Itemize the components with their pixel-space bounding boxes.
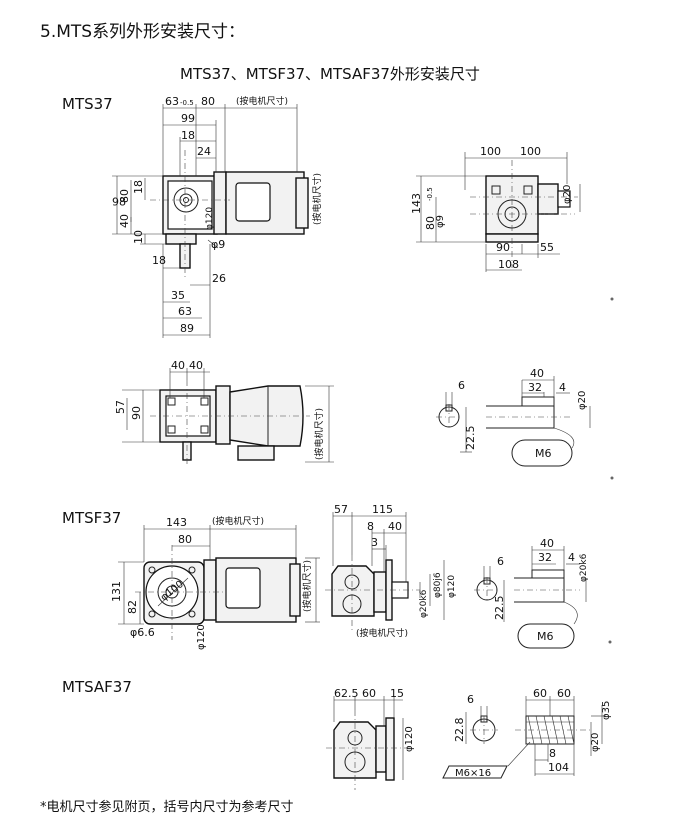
mts37-shaft-dim-40: 40: [530, 367, 544, 380]
mtsaf37-shaft-dim-phi35: φ35: [601, 701, 612, 720]
mtsaf37-side-dim-phi120: φ120: [404, 726, 415, 752]
mtsf37-shaft-detail: 6 22.5 40 32 4 φ20k6 M6: [474, 537, 589, 649]
mtsf37-dim-phi6-6: φ6.6: [130, 626, 155, 639]
mts37-dim-80: 80: [201, 95, 215, 108]
mts37-side-dim-55: 55: [540, 241, 554, 254]
mtsf37-side-dim-8: 8: [367, 520, 374, 533]
mts37-dim-98: 98: [112, 196, 126, 209]
mts37-dim-63b: 63: [178, 305, 192, 318]
mts37-dim-18b: 18: [152, 254, 166, 267]
mts37-dim-10v: 10: [132, 230, 145, 244]
mts37-side-dim-100b: 100: [520, 145, 541, 158]
mtsf37-side-dim-3: 3: [371, 536, 378, 549]
mtsf37-side-dim-40: 40: [388, 520, 402, 533]
mts37-dim-89: 89: [180, 322, 194, 335]
mts37-dim-tol: -0.5: [180, 99, 194, 107]
mts37-shaft-dim-22-5: 22.5: [464, 426, 477, 451]
mts37-shaft-dim-4: 4: [559, 381, 566, 394]
mtsaf37-shaft-dim-6: 6: [467, 693, 474, 706]
mtsaf37-shaft-dim-8: 8: [549, 747, 556, 760]
footnote: *电机尺寸参见附页，括号内尺寸为参考尺寸: [40, 800, 294, 815]
mts37-dim-99: 99: [181, 112, 195, 125]
mtsf37-side-dim-115: 115: [372, 503, 393, 516]
scan-dot: [610, 297, 614, 301]
mts37-top-motor-ref: (按电机尺寸): [313, 408, 325, 460]
mtsf37-shaft-dim-6: 6: [497, 555, 504, 568]
mts37-dim-phi9: φ9: [211, 238, 225, 251]
mts37-top-dim-57: 57: [114, 400, 127, 414]
mtsf37-shaft-dim-22-5: 22.5: [493, 596, 506, 621]
mts37-side-dim-143: 143: [410, 193, 423, 214]
page-subheading: MTS37、MTSF37、MTSAF37外形安装尺寸: [180, 65, 480, 83]
mts37-dim-24: 24: [197, 145, 211, 158]
section-label-mtsf37: MTSF37: [62, 509, 122, 527]
mts37-shaft-dim-phi20: φ20: [577, 391, 588, 410]
mtsaf37-shaft-dim-60b: 60: [557, 687, 571, 700]
mtsaf37-shaft-dim-104: 104: [548, 761, 569, 774]
mts37-side-dim-100a: 100: [480, 145, 501, 158]
mtsf37-shaft-dim-4: 4: [568, 551, 575, 564]
mts37-top-dim-40a: 40: [171, 359, 185, 372]
mts37-front-view: 63 -0.5 80 (按电机尺寸) 99 18 24 98 80 18 40 …: [112, 95, 323, 338]
mtsaf37-shaft-dim-22-8: 22.8: [453, 718, 466, 743]
mtsf37-side-dim-phi20k6: φ20k6: [419, 589, 429, 618]
mtsf37-dim-80: 80: [178, 533, 192, 546]
mtsf37-dim-143: 143: [166, 516, 187, 529]
mts37-dim-18v: 18: [132, 180, 145, 194]
mtsf37-front-view: 143 (按电机尺寸) 80 131 82 φ100 φ6.6 φ120 (按电…: [110, 515, 320, 650]
mts37-dim-63: 63: [165, 95, 179, 108]
mtsf37-shaft-m6: M6: [537, 630, 554, 643]
mts37-dim-26: 26: [212, 272, 226, 285]
mts37-dim-40v: 40: [118, 214, 131, 228]
mts37-shaft-detail: 6 22.5 40 32 4 φ20 M6: [436, 367, 591, 467]
mts37-side-dim-phi9: φ9: [435, 215, 446, 228]
scan-dot: [610, 476, 614, 480]
mtsaf37-shaft-detail: 6 22.8 60 60 φ35 φ20 8 104 M6×16: [442, 687, 612, 779]
scan-dot: [608, 640, 612, 644]
mtsaf37-shaft-dim-60a: 60: [533, 687, 547, 700]
mts37-dim-35: 35: [171, 289, 185, 302]
mtsaf37-side-dim-60: 60: [362, 687, 376, 700]
mts37-side-view: 100 100 φ20 143 80 -0.5 φ9 90 55 108: [410, 145, 581, 272]
mtsf37-side-view: 57 115 8 40 3 φ20k6 φ80j6 φ120 (按电机尺寸): [325, 503, 457, 639]
mts37-side-dim-80: 80: [424, 216, 437, 230]
mtsaf37-side-view: 62.5 60 15 φ120: [326, 687, 415, 790]
mts37-dim-18: 18: [181, 129, 195, 142]
mtsf37-motor-ref: (按电机尺寸): [212, 515, 264, 527]
mtsf37-shaft-dim-32: 32: [538, 551, 552, 564]
mtsf37-side-motor-ref: (按电机尺寸): [356, 627, 408, 639]
mtsf37-front-motor-ref2: (按电机尺寸): [301, 560, 313, 612]
mtsaf37-shaft-dim-phi20: φ20: [590, 733, 601, 752]
mts37-top-dim-90: 90: [130, 406, 143, 420]
mts37-side-dim-108: 108: [498, 258, 519, 271]
mts37-side-dim-phi20: φ20: [562, 185, 573, 204]
mts37-shaft-dim-6: 6: [458, 379, 465, 392]
mts37-dim-80v: 80: [118, 189, 131, 203]
page-heading: 5.MTS系列外形安装尺寸：: [40, 22, 246, 42]
mts37-side-dim-tol: -0.5: [426, 187, 434, 201]
mtsaf37-side-dim-62-5: 62.5: [334, 687, 359, 700]
mts37-dim-phi120: φ120: [205, 207, 215, 230]
mtsf37-side-dim-57: 57: [334, 503, 348, 516]
mts37-top-dim-40b: 40: [189, 359, 203, 372]
mtsf37-dim-phi120: φ120: [196, 624, 207, 650]
section-label-mts37: MTS37: [62, 95, 113, 113]
mtsf37-side-dim-phi120: φ120: [447, 575, 457, 598]
mtsf37-shaft-dim-phi20k6: φ20k6: [579, 553, 589, 582]
mts37-top-view: 40 40 57 90 (按电机尺寸): [114, 359, 334, 466]
mts37-front-motor-ref: (按电机尺寸): [311, 173, 323, 225]
mtsf37-side-dim-phi80j6: φ80j6: [433, 572, 443, 598]
mts37-side-dim-90: 90: [496, 241, 510, 254]
mts37-shaft-dim-32: 32: [528, 381, 542, 394]
mtsf37-dim-131: 131: [110, 581, 123, 602]
mtsaf37-shaft-m6x16: M6×16: [455, 768, 491, 779]
mtsf37-dim-82: 82: [126, 600, 139, 614]
mtsf37-shaft-dim-40: 40: [540, 537, 554, 550]
mts37-shaft-m6: M6: [535, 447, 552, 460]
mts37-motor-ref: (按电机尺寸): [236, 95, 288, 107]
mtsaf37-side-dim-15: 15: [390, 687, 404, 700]
section-label-mtsaf37: MTSAF37: [62, 678, 132, 696]
